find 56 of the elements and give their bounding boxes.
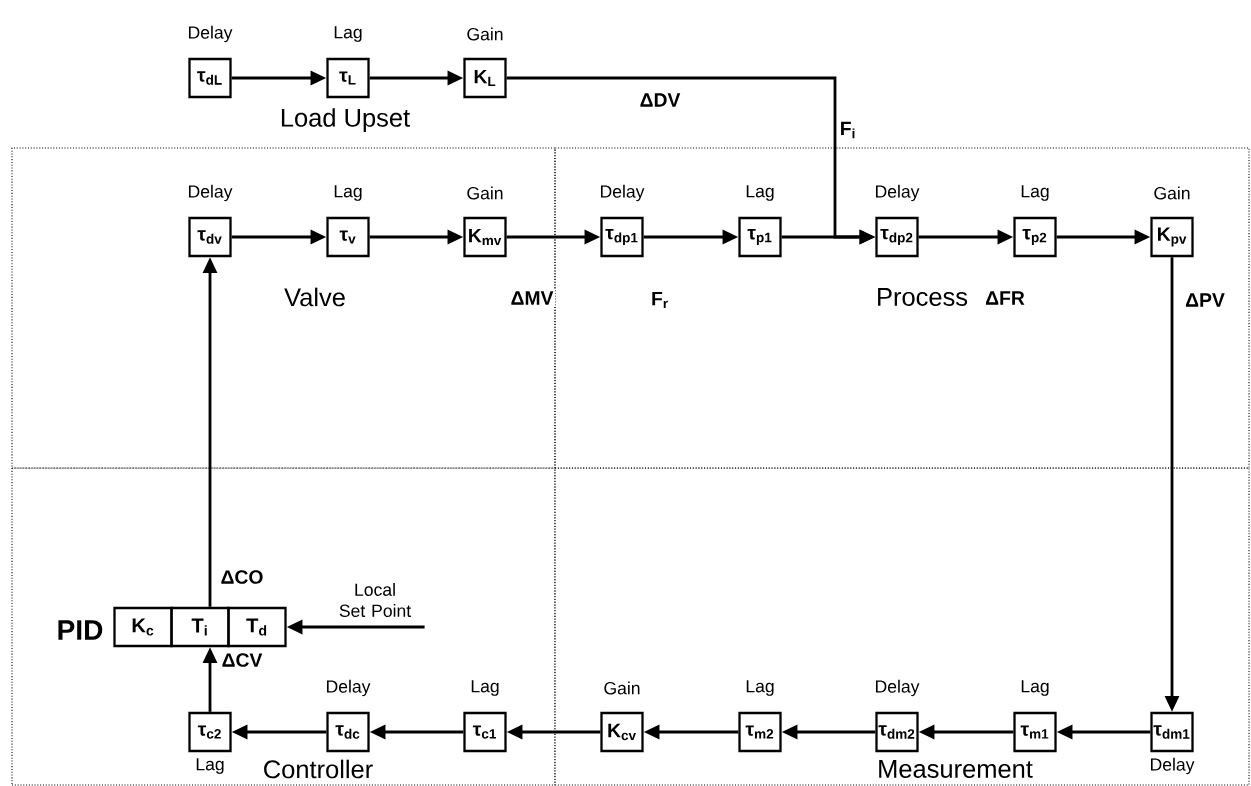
block-caption: Delay (601, 184, 645, 202)
block-box: τ$_{p1}$ (738, 216, 782, 258)
block-caption: Delay (876, 184, 920, 202)
edge-label: ΔCO (218, 568, 266, 586)
block-caption: Delay (188, 184, 233, 202)
block-box: K$_{L}$ (463, 57, 507, 99)
region-name: Measurement (879, 760, 1033, 778)
block-caption: Lag (746, 680, 774, 696)
block-caption: Gain (1154, 186, 1190, 200)
block-caption: Gain (467, 27, 503, 41)
signal-label: F$_{i}$ (841, 121, 855, 139)
block-box: τ$_{dL}$ (188, 57, 232, 99)
block-box: τ$_{dp1}$ (600, 216, 644, 258)
block-caption: Lag (471, 680, 499, 696)
block-box: τ$_{dv}$ (188, 216, 232, 258)
block-caption: Lag (196, 758, 224, 774)
block-box: τ$_{p2}$ (1013, 216, 1057, 258)
block-caption: Delay (326, 679, 371, 697)
block-box: τ$_{m1}$ (1013, 711, 1057, 753)
block-caption: Lag (334, 26, 362, 42)
pid-label: PID (58, 620, 103, 640)
parameter-box: K$_{c}$ (113, 606, 173, 648)
edge-label: ΔFR (983, 289, 1027, 307)
block-caption: Delay (188, 25, 233, 43)
parameter-box: T$_{i}$ (170, 606, 230, 648)
block-caption: Lag (746, 185, 774, 201)
block-box: τ$_{c2}$ (188, 711, 232, 753)
block-box: K$_{pv}$ (1150, 216, 1194, 258)
edge-label: ΔCV (219, 651, 265, 669)
block-box: τ$_{m2}$ (738, 711, 782, 753)
parameter-box: T$_{d}$ (227, 606, 287, 648)
block-box: τ$_{dc}$ (326, 711, 370, 753)
block-caption: Gain (604, 681, 640, 695)
region-name: Valve (284, 287, 345, 307)
edge-label: ΔMV (508, 289, 556, 307)
block-box: K$_{mv}$ (463, 216, 507, 258)
block-box: K$_{cv}$ (600, 711, 644, 753)
block-caption: Delay (876, 679, 920, 697)
block-caption: Lag (1021, 680, 1049, 696)
block-box: τ$_{dp2}$ (875, 216, 919, 258)
edge-label: ΔDV (637, 91, 683, 109)
region-name: Process (878, 288, 968, 306)
block-box: τ$_{c1}$ (463, 711, 507, 753)
block-caption: Gain (467, 186, 503, 200)
edge-label: F$_{r}$ (649, 290, 671, 310)
edge-label: ΔPV (1183, 291, 1227, 309)
block-box: τ$_{v}$ (326, 216, 370, 258)
region-name: Load Upset (281, 108, 410, 132)
block-caption: Lag (334, 185, 362, 201)
input-text: Local Set Point (339, 583, 411, 617)
block-box: τ$_{L}$ (326, 57, 370, 99)
block-caption: Lag (1021, 185, 1049, 201)
block-box: τ$_{dm1}$ (1150, 711, 1194, 753)
region-name: Controller (264, 759, 373, 779)
block-caption: Delay (1151, 757, 1195, 775)
block-box: τ$_{dm2}$ (875, 711, 919, 753)
